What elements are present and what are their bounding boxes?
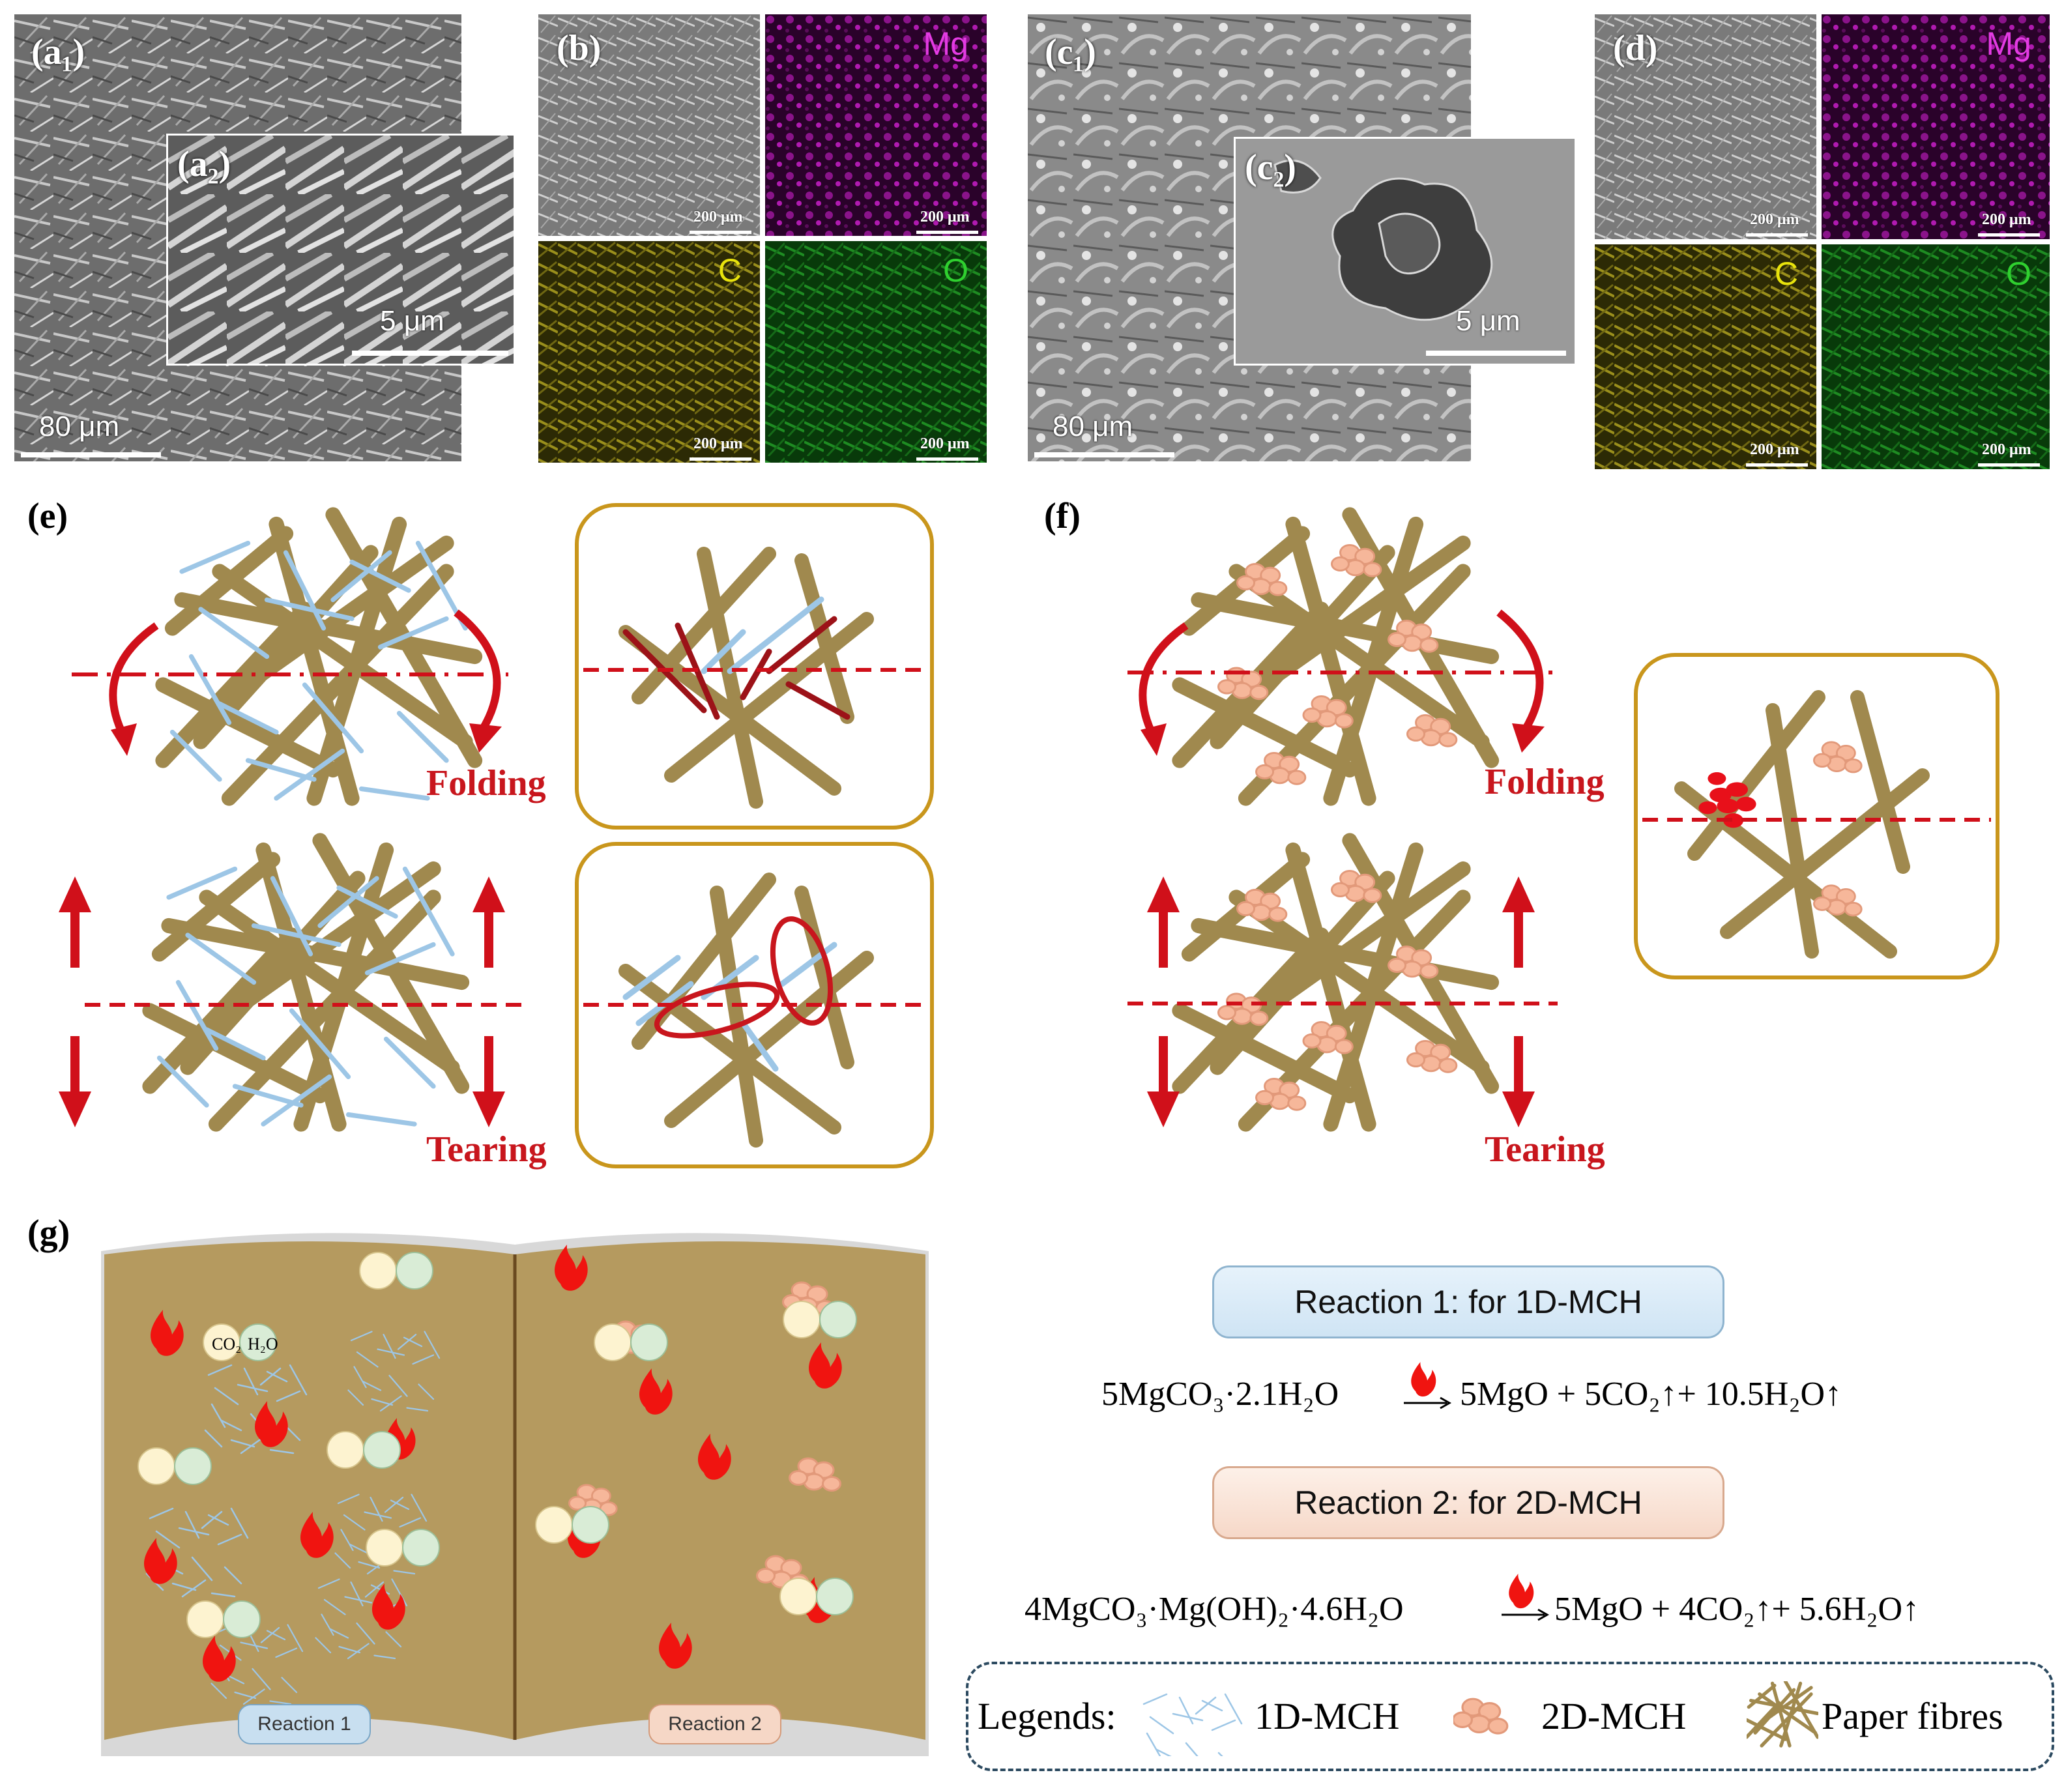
- scalebar-b3: [690, 457, 751, 461]
- label-folding-e: Folding: [426, 763, 546, 803]
- scale-text-b3: 200 μm: [693, 435, 743, 452]
- panel-label-c2: (c₂): [1245, 147, 1296, 188]
- scalebar-d1: [1746, 233, 1808, 237]
- element-label-o-b: O: [943, 252, 968, 289]
- scale-text-a1: 80 μm: [39, 411, 120, 442]
- legend-1d-mch-icon: [1139, 1693, 1243, 1756]
- panel-label-d: (d): [1613, 28, 1658, 68]
- element-label-mg-b: Mg: [923, 25, 968, 62]
- scale-text-b4: 200 μm: [920, 435, 970, 452]
- legend-box: [966, 1662, 2054, 1771]
- reaction2-eq-left: 4MgCO₃·Mg(OH)₂·4.6H₂O: [1025, 1591, 1404, 1628]
- sem-image-a2: (a₂) 5 μm: [166, 134, 516, 366]
- scalebar-d4: [1978, 463, 2040, 467]
- reaction1-eq-right: 5MgO + 5CO₂↑+ 10.5H₂O↑: [1460, 1376, 1842, 1413]
- element-label-o-d: O: [2006, 255, 2031, 292]
- panel-label-a2: (a₂): [177, 144, 231, 184]
- schematic-f: [1127, 502, 1999, 1186]
- sem-image-c2: (c₂) 5 μm: [1234, 137, 1577, 366]
- reaction2-tag: Reaction 2: [648, 1704, 781, 1744]
- legend-item-2d-mch: 2D-MCH: [1541, 1695, 1687, 1737]
- legend-item-1d-mch: 1D-MCH: [1255, 1695, 1400, 1737]
- scale-text-b2: 200 μm: [920, 209, 970, 225]
- gas-label-h2o: H₂O: [248, 1335, 278, 1353]
- map-mg-b: Mg 200 μm: [765, 14, 987, 236]
- reaction1-arrow-flame: [1404, 1362, 1452, 1409]
- map-o-b: O 200 μm: [765, 241, 987, 463]
- label-tearing-f: Tearing: [1485, 1129, 1605, 1170]
- scale-text-b1: 200 μm: [693, 209, 743, 225]
- reaction1-tag: Reaction 1: [238, 1704, 371, 1744]
- scale-text-d2: 200 μm: [1982, 211, 2031, 228]
- panel-label-g: (g): [27, 1213, 70, 1253]
- panel-label-c1: (c₁): [1045, 32, 1096, 72]
- sem-image-d: (d) 200 μm: [1595, 14, 1816, 239]
- scalebar-d2: [1978, 233, 2040, 237]
- scale-text-d3: 200 μm: [1750, 441, 1799, 458]
- scalebar-b1: [690, 231, 751, 234]
- legend-paper-fibres-icon: [1747, 1681, 1818, 1753]
- scale-text-c1: 80 μm: [1053, 411, 1133, 442]
- map-mg-d: Mg 200 μm: [1822, 14, 2050, 239]
- legend-title: Legends:: [978, 1695, 1116, 1737]
- sem-image-b: (b) 200 μm: [538, 14, 760, 236]
- scale-text-d4: 200 μm: [1982, 441, 2031, 458]
- scalebar-b4: [916, 457, 978, 461]
- scalebar-a2: [352, 351, 508, 356]
- reaction2-arrow-flame: [1502, 1574, 1550, 1621]
- element-label-mg-d: Mg: [1986, 25, 2031, 62]
- scalebar-d3: [1746, 463, 1808, 467]
- paper-book-illustration: [101, 1233, 929, 1756]
- map-o-d: O 200 μm: [1822, 244, 2050, 469]
- scale-text-d1: 200 μm: [1750, 211, 1799, 228]
- reaction2-title: Reaction 2: for 2D-MCH: [1212, 1466, 1724, 1539]
- scalebar-a1: [21, 452, 161, 457]
- scalebar-b2: [916, 231, 978, 234]
- reaction1-eq-left: 5MgCO₃·2.1H₂O: [1101, 1376, 1339, 1413]
- gas-label-co2: CO₂: [212, 1335, 242, 1353]
- map-c-d: C 200 μm: [1595, 244, 1816, 469]
- panel-label-b: (b): [557, 28, 602, 68]
- scale-text-c2: 5 μm: [1456, 305, 1520, 337]
- panel-label-e: (e): [27, 496, 68, 536]
- legend-item-paper-fibres: Paper fibres: [1822, 1695, 2003, 1737]
- legend-2d-mch-icon: [1453, 1698, 1509, 1735]
- map-c-b: C 200 μm: [538, 241, 760, 463]
- label-tearing-e: Tearing: [426, 1129, 547, 1170]
- label-folding-f: Folding: [1485, 762, 1605, 802]
- reaction2-eq-right: 5MgO + 4CO₂↑+ 5.6H₂O↑: [1554, 1591, 1920, 1628]
- element-label-c-b: C: [718, 252, 742, 289]
- element-label-c-d: C: [1774, 255, 1798, 292]
- scalebar-c1: [1034, 452, 1174, 457]
- reaction1-title: Reaction 1: for 1D-MCH: [1212, 1265, 1724, 1338]
- scalebar-c2: [1426, 351, 1566, 356]
- panel-label-f: (f): [1044, 496, 1081, 536]
- panel-label-a1: (a₁): [31, 32, 85, 72]
- scale-text-a2: 5 μm: [380, 305, 444, 337]
- schematic-e: [59, 503, 934, 1168]
